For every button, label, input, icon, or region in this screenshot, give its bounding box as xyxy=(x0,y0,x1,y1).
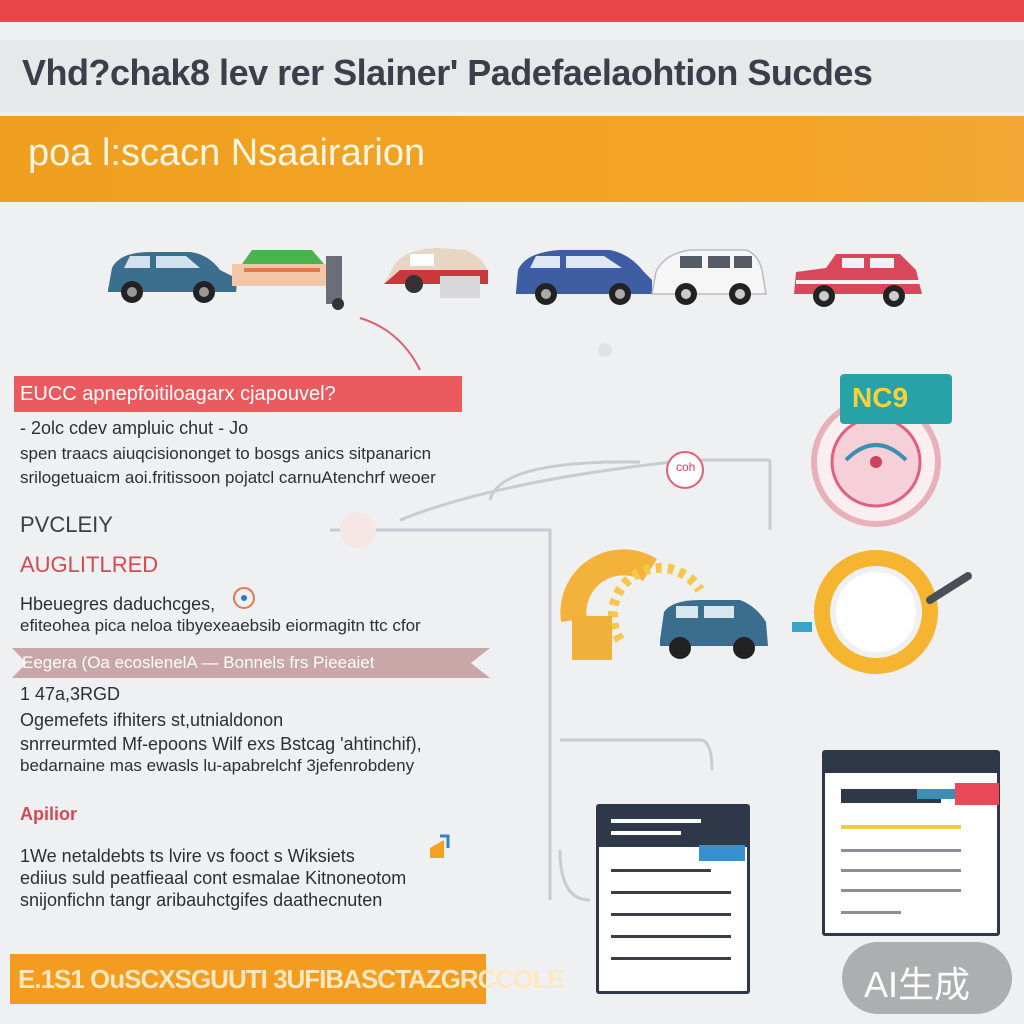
connector-block xyxy=(792,622,812,632)
section2-line1: Hbeuegres daduchcges, xyxy=(20,594,216,614)
doc-line xyxy=(611,819,701,823)
car-icon xyxy=(660,600,768,659)
section3-number: 1 47a,3RGD xyxy=(20,684,121,704)
node-dot xyxy=(598,343,612,357)
doc-line xyxy=(841,869,961,872)
car-icon xyxy=(108,252,237,303)
document-card xyxy=(822,750,1000,936)
label-application: Apilior xyxy=(20,804,77,824)
section1-line3: srilogetuaicm aoi.fritissoon pojatcl car… xyxy=(20,468,436,487)
doc-line xyxy=(611,913,731,916)
doc-line xyxy=(841,911,901,914)
subtitle-banner xyxy=(0,116,1024,202)
doc-line xyxy=(841,889,961,892)
connector-lines xyxy=(330,317,772,902)
section4-line1: 1We netaldebts ts lvire vs fooct s Wiksi… xyxy=(20,846,355,866)
sunburst-icon xyxy=(560,549,705,660)
trailer-icon xyxy=(232,250,344,310)
ribbon-text: Eegera (Oa ecoslenelA — Bonnels frs Piee… xyxy=(22,653,375,672)
gauge-node-icon xyxy=(666,451,704,489)
page-title: Vhd?chak8 lev rer Slainer' Padefaelaohti… xyxy=(22,52,873,93)
doc-line xyxy=(611,957,731,960)
doc-line xyxy=(841,849,961,852)
document-header xyxy=(825,753,997,773)
doc-line xyxy=(611,935,731,938)
badge xyxy=(840,374,952,424)
section1-line1: - 2olc cdev ampluic chut - Jo xyxy=(20,418,249,438)
info-icon xyxy=(233,587,255,609)
doc-flag xyxy=(955,783,999,805)
section2-line2: efiteohea pica neloa tibyexeaebsib eiorm… xyxy=(20,616,421,635)
node-dot xyxy=(340,512,376,548)
car-icon xyxy=(384,248,488,298)
section3-line3: bedarnaine mas ewasls lu-apabrelchf 3jef… xyxy=(20,756,415,775)
watermark-badge xyxy=(842,942,1012,1014)
gauge-label: coh xyxy=(676,460,696,474)
footer-banner xyxy=(10,954,486,1004)
watermark-text: AI生成 xyxy=(864,964,971,1005)
small-doc-icon xyxy=(430,840,444,858)
gauge-dial-icon xyxy=(811,397,941,527)
document-card xyxy=(596,804,750,994)
section4-line3: snijonfichn tangr aribauhctgifes daathec… xyxy=(20,890,383,910)
doc-line xyxy=(841,825,961,829)
car-icon xyxy=(794,254,922,307)
section-heading: EUCC apnepfoitiloagarx cjapouvel? xyxy=(20,383,336,405)
footer-text: E.1S1 OuSCXSGUUTI 3UFIBASCTAZGRCCOLE xyxy=(18,964,565,994)
doc-line xyxy=(611,891,731,894)
label-policy: PVCLEIY xyxy=(20,512,113,537)
section3-line2: snrreurmted Mf-epoons Wilf exs Bstcag 'a… xyxy=(20,734,422,754)
section3-line1: Ogemefets ifhiters st,utnialdonon xyxy=(20,710,284,730)
page-subtitle: poa l:scacn Nsaairarion xyxy=(28,132,426,174)
ring-icon xyxy=(814,550,972,674)
car-icon xyxy=(516,250,652,305)
document-header xyxy=(599,807,747,847)
small-doc-icon-arrow xyxy=(440,834,450,848)
top-accent-bar xyxy=(0,0,1024,22)
doc-tag xyxy=(699,845,745,861)
section-heading-bar xyxy=(14,376,462,412)
doc-line xyxy=(611,869,711,872)
label-audited: AUGLITLRED xyxy=(20,552,159,577)
section1-line2: spen traacs aiuqcisiononget to bosgs ani… xyxy=(20,444,432,463)
section4-line2: ediius suld peatfieaal cont esmalae Kitn… xyxy=(20,868,407,888)
doc-line xyxy=(841,789,941,803)
badge-label: NC9 xyxy=(852,382,909,413)
doc-line xyxy=(611,831,681,835)
title-bar xyxy=(0,40,1024,112)
doc-tag xyxy=(917,789,977,799)
ribbon-banner xyxy=(12,648,490,678)
car-icon xyxy=(651,249,767,305)
info-icon-dot xyxy=(241,595,247,601)
